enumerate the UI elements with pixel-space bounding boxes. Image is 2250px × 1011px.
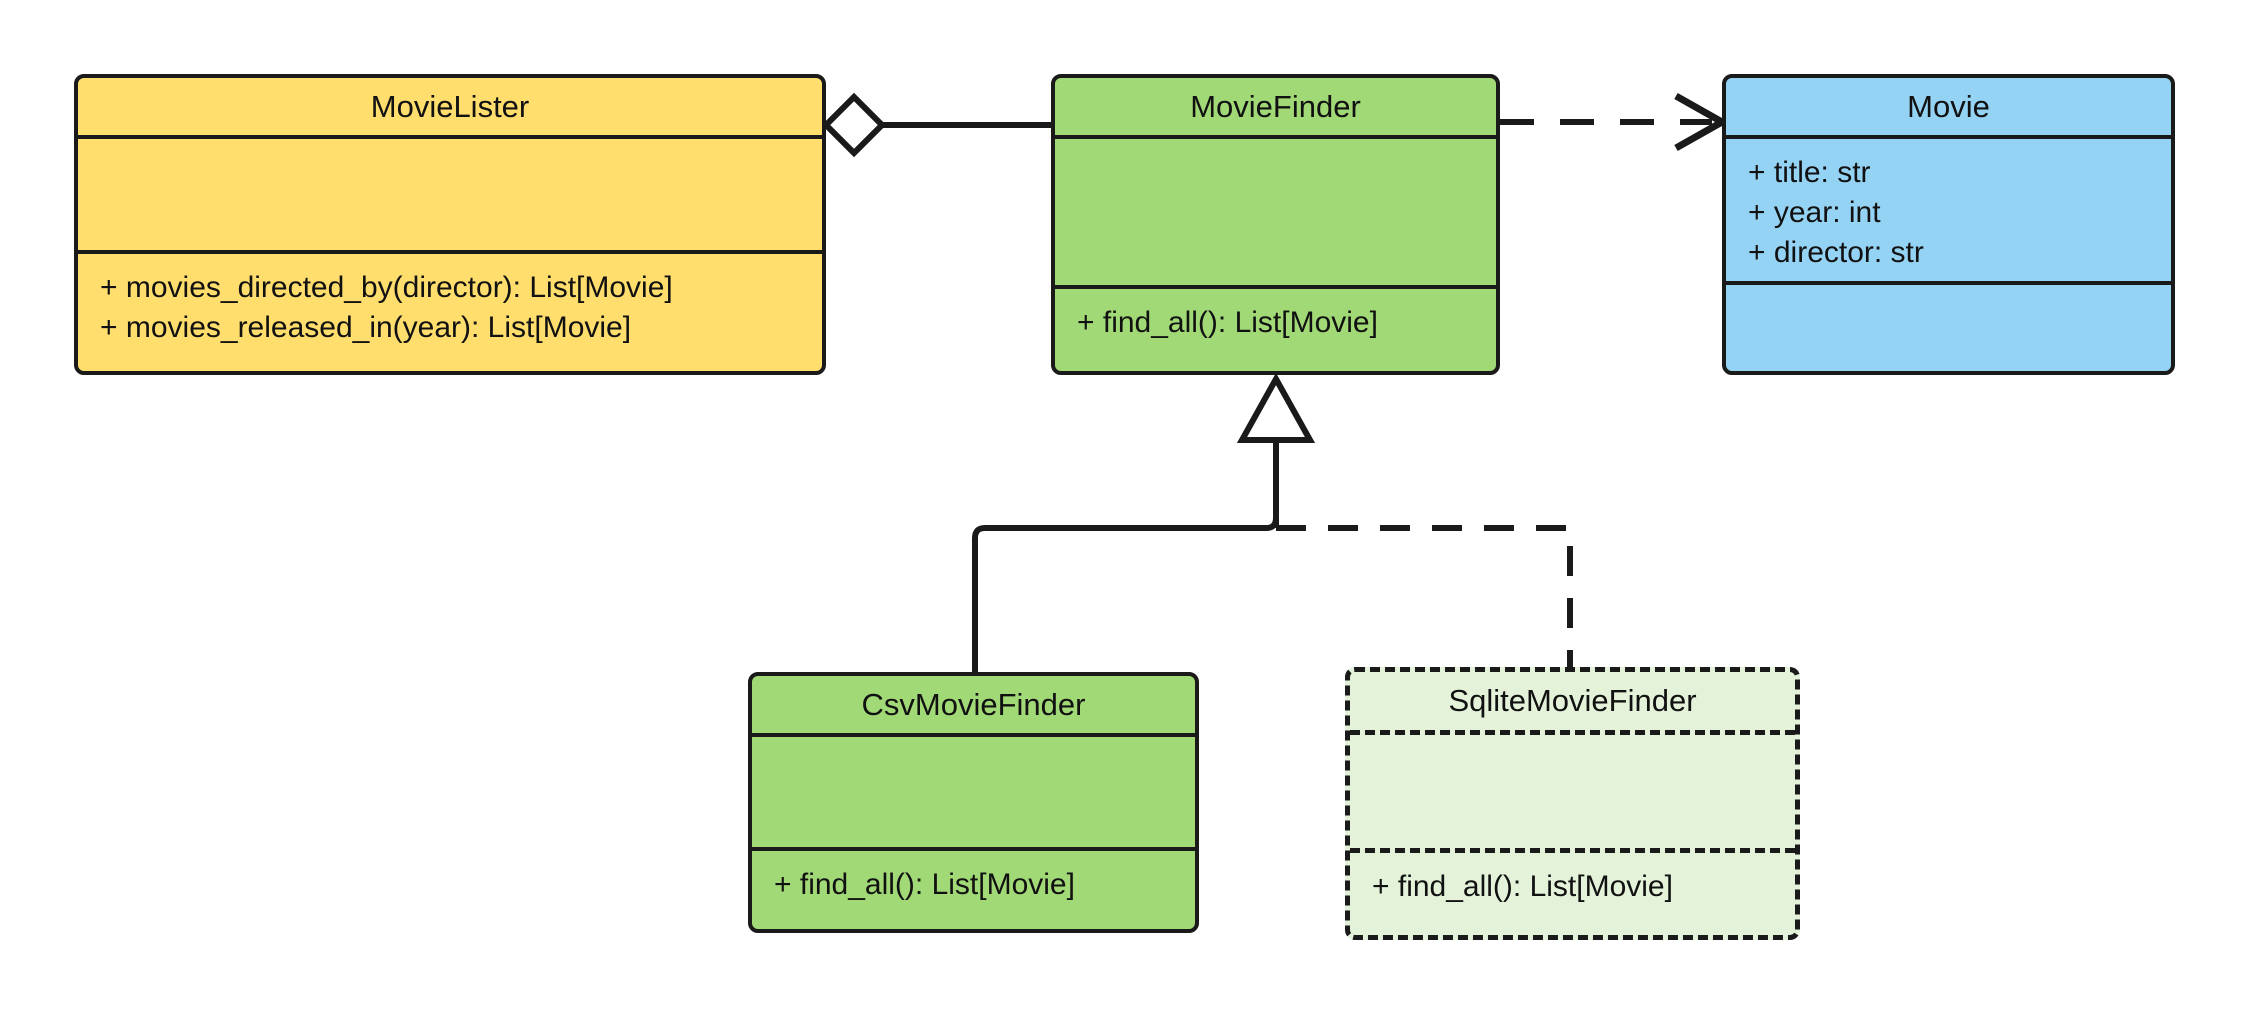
class-box-sqlite-movie-finder[interactable]: SqliteMovieFinder + find_all(): List[Mov… <box>1345 667 1800 940</box>
attributes-compartment-movie-finder <box>1055 139 1496 289</box>
attributes-compartment-movie: + title: str + year: int + director: str <box>1726 139 2171 285</box>
class-name-csv-movie-finder: CsvMovieFinder <box>752 676 1195 737</box>
method-row: + find_all(): List[Movie] <box>1372 870 1673 903</box>
method-row: + find_all(): List[Movie] <box>1077 306 1378 339</box>
attribute-row: + year: int <box>1748 195 1881 229</box>
method-row: + movies_directed_by(director): List[Mov… <box>100 271 673 304</box>
attribute-row: + director: str <box>1748 235 1924 269</box>
class-name-movie: Movie <box>1726 78 2171 139</box>
class-name-sqlite-movie-finder: SqliteMovieFinder <box>1350 672 1795 735</box>
inheritance-line-csv <box>972 515 1279 672</box>
class-box-movie[interactable]: Movie + title: str + year: int + directo… <box>1722 74 2175 375</box>
attributes-compartment-csv-movie-finder <box>752 737 1195 851</box>
methods-compartment-movie-lister: + movies_directed_by(director): List[Mov… <box>78 254 822 356</box>
relationship-inheritance-hub <box>1236 372 1316 528</box>
methods-compartment-movie <box>1726 285 2171 307</box>
class-box-movie-finder[interactable]: MovieFinder + find_all(): List[Movie] <box>1051 74 1500 375</box>
relationship-aggregation-lister-finder[interactable] <box>821 92 1051 158</box>
class-box-csv-movie-finder[interactable]: CsvMovieFinder + find_all(): List[Movie] <box>748 672 1199 933</box>
inheritance-line-sqlite <box>1276 525 1573 667</box>
methods-compartment-csv-movie-finder: + find_all(): List[Movie] <box>752 851 1195 913</box>
relationship-inheritance-sqlite-finder[interactable] <box>1276 525 1573 667</box>
class-name-movie-lister: MovieLister <box>78 78 822 139</box>
methods-compartment-sqlite-movie-finder: + find_all(): List[Movie] <box>1350 853 1795 915</box>
attributes-compartment-sqlite-movie-finder <box>1350 735 1795 853</box>
relationship-inheritance-csv-finder[interactable] <box>972 515 1279 672</box>
methods-compartment-movie-finder: + find_all(): List[Movie] <box>1055 289 1496 351</box>
attribute-row: + title: str <box>1748 156 1871 189</box>
class-name-movie-finder: MovieFinder <box>1055 78 1496 139</box>
hollow-diamond-marker <box>821 92 887 158</box>
method-row: + movies_released_in(year): List[Movie] <box>100 310 632 344</box>
hollow-triangle-marker <box>1236 372 1316 443</box>
class-box-movie-lister[interactable]: MovieLister + movies_directed_by(directo… <box>74 74 826 375</box>
attributes-compartment-movie-lister <box>78 139 822 254</box>
method-row: + find_all(): List[Movie] <box>774 868 1075 901</box>
relationship-dependency-finder-movie[interactable] <box>1500 92 1730 152</box>
